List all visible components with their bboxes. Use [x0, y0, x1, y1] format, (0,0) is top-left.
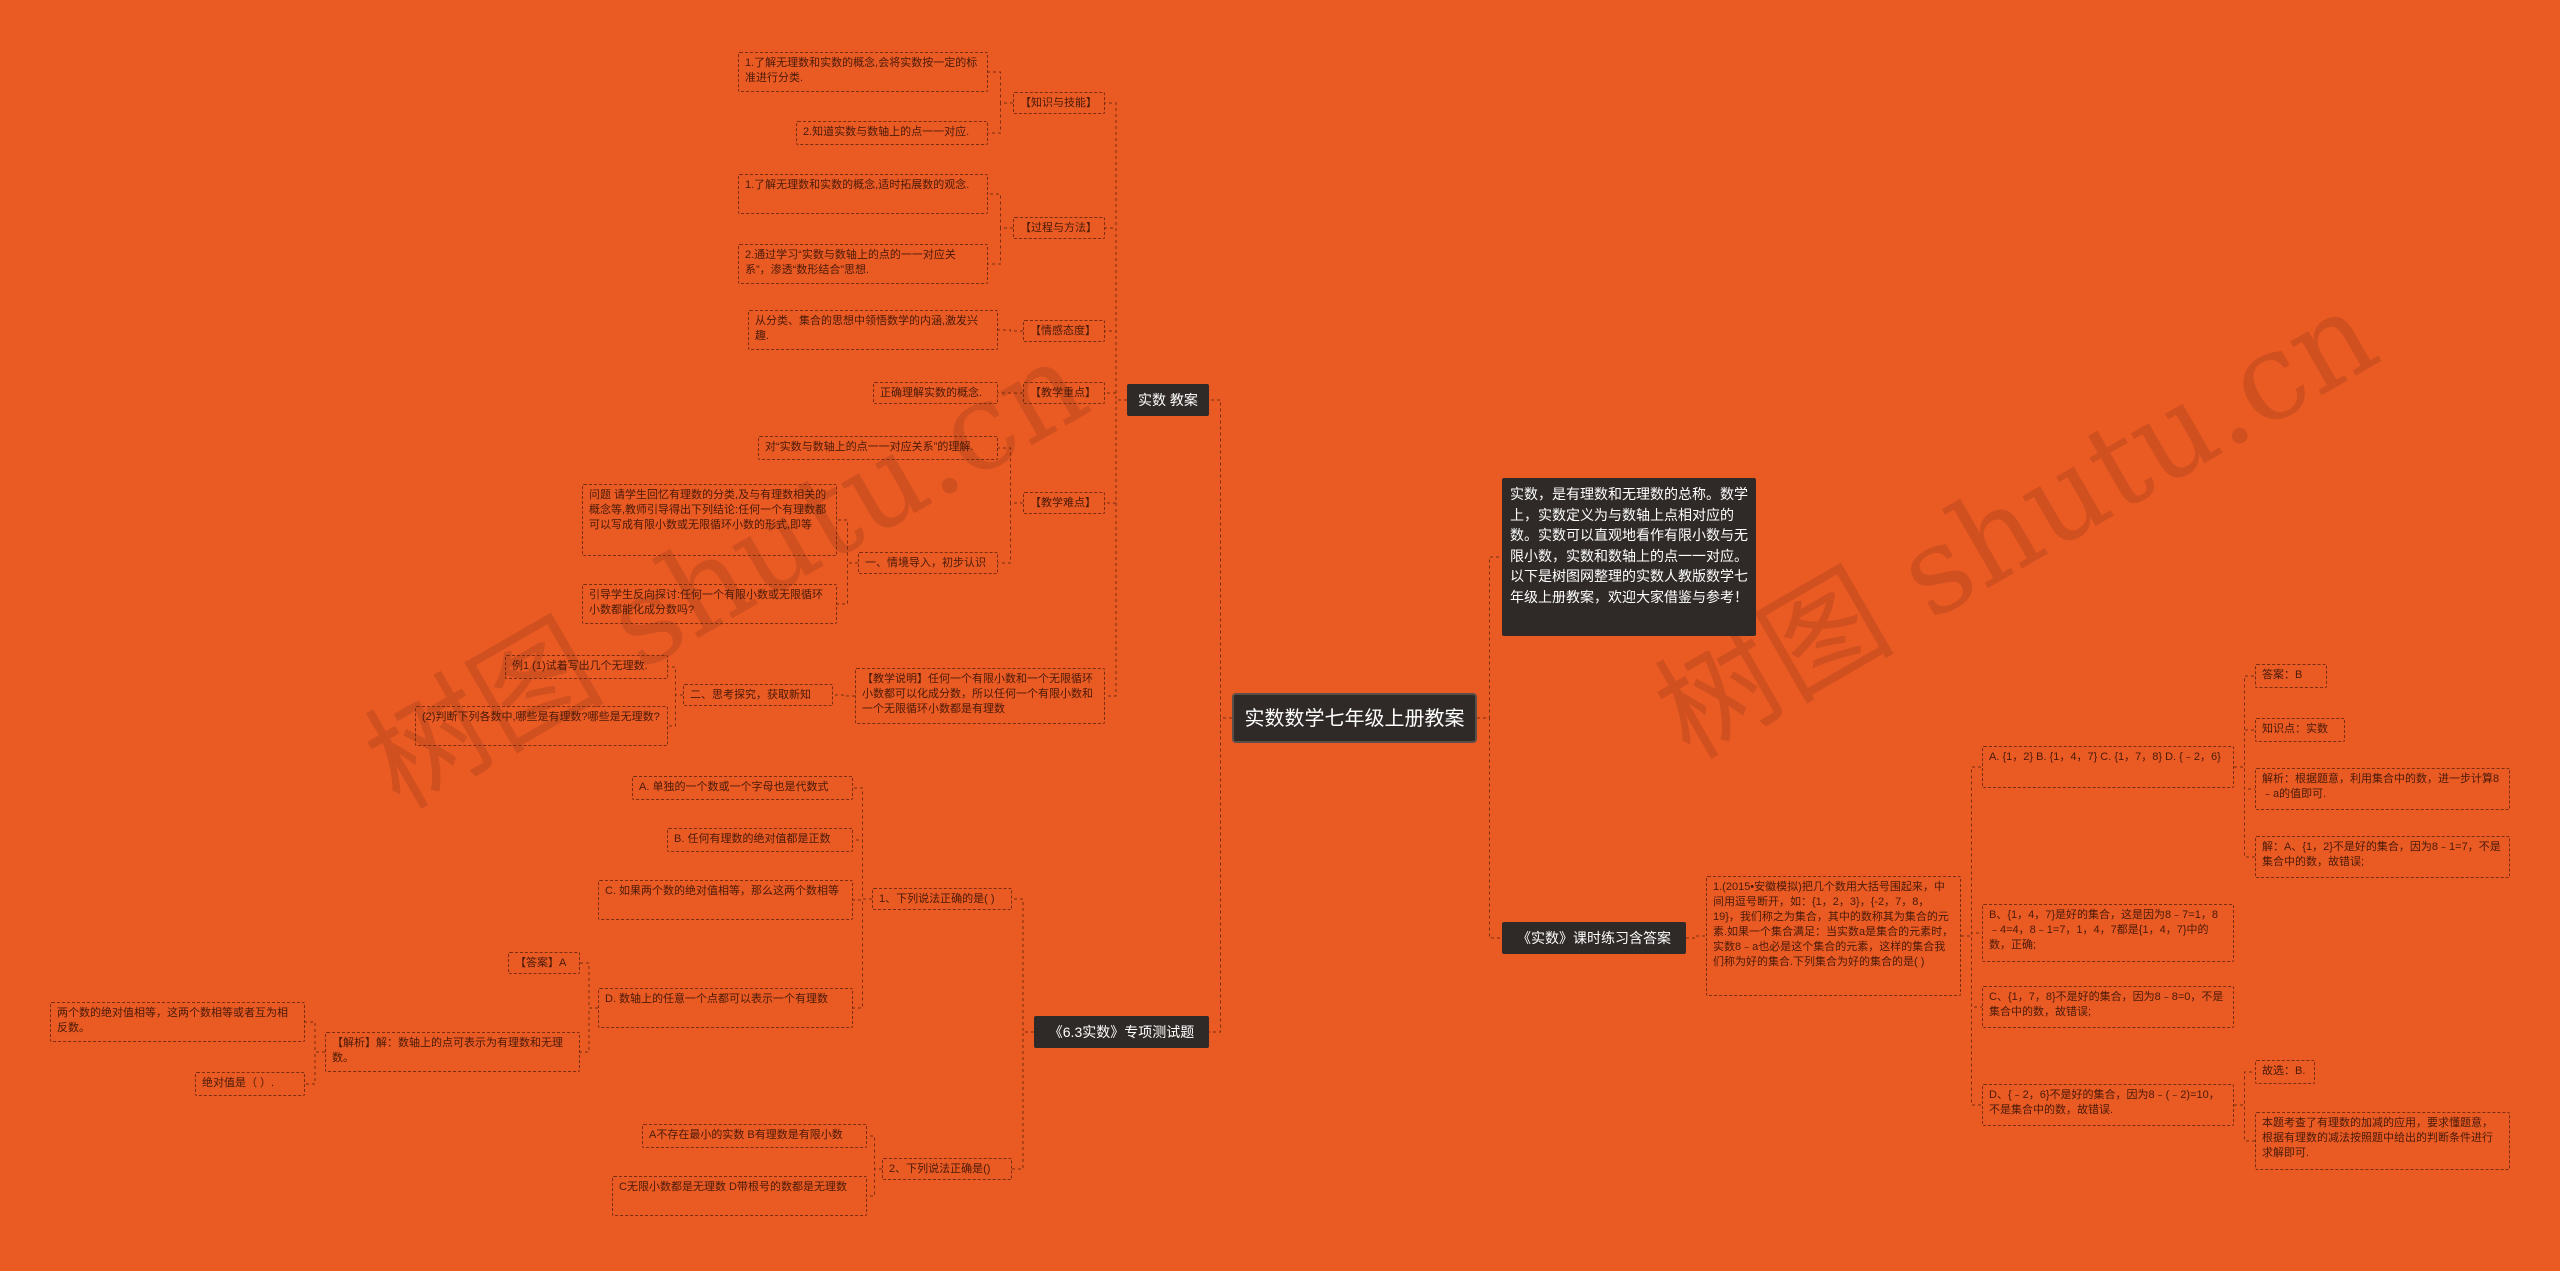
- section-explore[interactable]: 二、思考探究，获取新知: [683, 684, 833, 706]
- root-node[interactable]: 实数数学七年级上册教案: [1232, 693, 1477, 743]
- connector-line: [1961, 766, 1982, 937]
- connector-line: [1105, 102, 1127, 401]
- connector-line: [998, 502, 1023, 564]
- connector-line: [867, 1168, 882, 1197]
- connector-line: [1105, 399, 1127, 504]
- analysis-node[interactable]: 【解析】解：数轴上的点可表示为有理数和无理数。: [325, 1032, 580, 1072]
- connector-line: [1961, 935, 1982, 1106]
- connector-line: [998, 329, 1023, 332]
- leaf-node[interactable]: 1.了解无理数和实数的概念,会将实数按一定的标准进行分类.: [738, 52, 988, 92]
- section-knowledge[interactable]: 【知识与技能】: [1013, 92, 1105, 114]
- connector-line: [2234, 766, 2255, 858]
- leaf-node[interactable]: C. 如果两个数的绝对值相等，那么这两个数相等: [598, 880, 853, 920]
- intro-node[interactable]: 实数，是有理数和无理数的总称。数学上，实数定义为与数轴上点相对应的数。实数可以直…: [1502, 478, 1756, 636]
- connector-line: [2234, 1071, 2255, 1106]
- connector-line: [1477, 556, 1502, 719]
- section-key-point[interactable]: 【教学重点】: [1023, 382, 1105, 404]
- leaf-node[interactable]: 【教学说明】任何一个有限小数和一个无限循环小数都可以化成分数，所以任何一个有限小…: [855, 668, 1105, 724]
- connector-line: [988, 71, 1013, 104]
- leaf-node[interactable]: (2)判断下列各数中,哪些是有理数?哪些是无理数?: [415, 706, 668, 746]
- connector-line: [1012, 1031, 1034, 1170]
- question-1[interactable]: 1、下列说法正确的是( ): [872, 888, 1012, 910]
- leaf-node[interactable]: 答案：B: [2255, 664, 2327, 688]
- connector-line: [2234, 1104, 2255, 1142]
- leaf-node[interactable]: 两个数的绝对值相等，这两个数相等或者互为相反数。: [50, 1002, 305, 1042]
- leaf-node[interactable]: 绝对值是（ ）.: [195, 1072, 305, 1096]
- leaf-node[interactable]: D、{﹣2，6}不是好的集合，因为8﹣(﹣2)=10，不是集合中的数，故错误.: [1982, 1084, 2234, 1126]
- leaf-node[interactable]: 2.通过学习“实数与数轴上的点的一一对应关系”，渗透“数形结合”思想.: [738, 244, 988, 284]
- connector-line: [1961, 935, 1982, 1008]
- leaf-node[interactable]: A. 单独的一个数或一个字母也是代数式: [632, 776, 853, 800]
- section-process[interactable]: 【过程与方法】: [1013, 217, 1105, 239]
- leaf-node[interactable]: 对“实数与数轴上的点一一对应关系”的理解.: [758, 436, 998, 460]
- leaf-node[interactable]: C无限小数都是无理数 D带根号的数都是无理数: [612, 1176, 867, 1216]
- connector-line: [988, 193, 1013, 229]
- leaf-node[interactable]: 本题考查了有理数的加减的应用，要求懂题意，根据有理数的减法按照题中给出的判断条件…: [2255, 1112, 2510, 1170]
- connector-line: [1105, 330, 1127, 401]
- leaf-node[interactable]: 解析：根据题意，利用集合中的数，进一步计算8﹣a的值即可.: [2255, 768, 2510, 810]
- leaf-node[interactable]: 问题 请学生回忆有理数的分类,及与有理数相关的概念等,教师引导得出下列结论:任何…: [582, 484, 837, 556]
- connector-line: [668, 694, 683, 727]
- connector-line: [1209, 717, 1232, 1033]
- leaf-node[interactable]: 1.了解无理数和实数的概念,适时拓展数的观念.: [738, 174, 988, 214]
- branch-jiaoan[interactable]: 实数 教案: [1127, 384, 1209, 416]
- connector-line: [853, 898, 872, 1009]
- connector-line: [853, 787, 872, 900]
- connector-line: [305, 1021, 325, 1053]
- section-attitude[interactable]: 【情感态度】: [1023, 320, 1105, 342]
- connector-line: [1105, 392, 1127, 401]
- branch-test[interactable]: 《6.3实数》专项测试题: [1034, 1016, 1209, 1048]
- leaf-node[interactable]: 知识点：实数: [2255, 718, 2345, 742]
- answer-node[interactable]: 【答案】A: [508, 952, 580, 974]
- options-node[interactable]: A. {1，2} B. {1，4，7} C. {1，7，8} D. {﹣2，6}: [1982, 746, 2234, 788]
- connector-line: [580, 1007, 598, 1053]
- connector-line: [1012, 898, 1034, 1033]
- connector-line: [837, 519, 858, 564]
- connector-line: [305, 1051, 325, 1085]
- leaf-node[interactable]: 正确理解实数的概念.: [873, 382, 998, 404]
- connector-line: [2234, 729, 2255, 768]
- connector-line: [1686, 935, 1706, 939]
- leaf-node[interactable]: D. 数轴上的任意一个点都可以表示一个有理数: [598, 988, 853, 1028]
- connector-line: [1105, 399, 1127, 697]
- connector-line: [853, 898, 872, 901]
- connector-line: [2234, 766, 2255, 790]
- connector-line: [867, 1135, 882, 1170]
- connector-line: [1105, 227, 1127, 401]
- connector-line: [837, 562, 858, 605]
- connector-line: [580, 962, 598, 1009]
- leaf-node[interactable]: 引导学生反向探讨:任何一个有限小数或无限循环小数都能化成分数吗?: [582, 584, 837, 624]
- connector-line: [2234, 675, 2255, 768]
- leaf-node[interactable]: 解：A、{1，2}不是好的集合，因为8﹣1=7，不是集合中的数，故错误;: [2255, 836, 2510, 878]
- leaf-node[interactable]: 例1 (1)试着写出几个无理数.: [505, 655, 668, 679]
- connector-line: [833, 694, 855, 697]
- leaf-node[interactable]: 2.知道实数与数轴上的点一一对应.: [796, 121, 988, 145]
- connector-line: [1209, 399, 1232, 719]
- connector-line: [1961, 932, 1982, 937]
- connector-line: [998, 447, 1023, 504]
- question-node[interactable]: 1.(2015•安徽模拟)把几个数用大括号围起来，中间用逗号断开，如：{1，2，…: [1706, 876, 1961, 996]
- connector-line: [988, 227, 1013, 265]
- connector-line: [853, 839, 872, 900]
- question-2[interactable]: 2、下列说法正确是(): [882, 1158, 1012, 1180]
- leaf-node[interactable]: B、{1，4，7}是好的集合，这是因为8﹣7=1，8﹣4=4，8﹣1=7，1，4…: [1982, 904, 2234, 962]
- leaf-node[interactable]: C、{1，7，8}不是好的集合，因为8﹣8=0，不是集合中的数，故错误;: [1982, 986, 2234, 1028]
- leaf-node[interactable]: 故选：B.: [2255, 1060, 2315, 1084]
- leaf-node[interactable]: 从分类、集合的思想中领悟数学的内涵,激发兴趣.: [748, 310, 998, 350]
- leaf-node[interactable]: A不存在最小的实数 B有理数是有限小数: [642, 1124, 867, 1148]
- section-difficulty[interactable]: 【教学难点】: [1023, 492, 1105, 514]
- connector-line: [988, 102, 1013, 134]
- connector-line: [668, 666, 683, 696]
- leaf-node[interactable]: B. 任何有理数的绝对值都是正数: [667, 828, 853, 852]
- connector-line: [1477, 717, 1502, 939]
- branch-practice[interactable]: 《实数》课时练习含答案: [1502, 922, 1686, 954]
- leaf-node[interactable]: 一、情境导入，初步认识: [858, 552, 998, 574]
